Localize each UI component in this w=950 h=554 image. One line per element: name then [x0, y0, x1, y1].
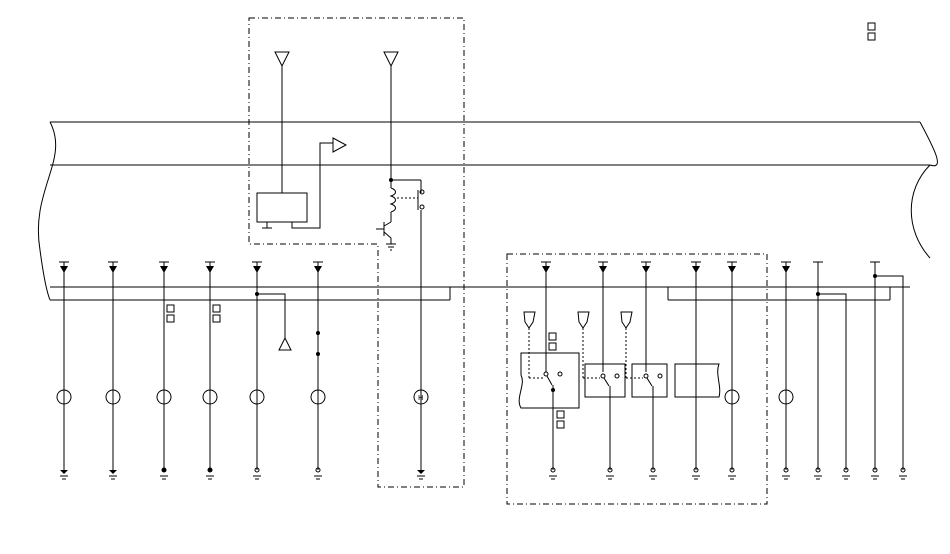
branch-r7 [813, 261, 850, 480]
relay-icon [389, 178, 425, 470]
branch-r3 [620, 261, 668, 480]
arrow-up-icon [278, 336, 292, 351]
harness-band [38, 121, 938, 301]
arrow-output-icon [332, 137, 348, 153]
corner-label-squares [867, 22, 876, 41]
module-block [256, 137, 348, 229]
antenna-left-icon [274, 51, 290, 193]
svg-text:H: H [418, 394, 423, 402]
right-branches [518, 261, 907, 480]
switch-module-box [506, 253, 768, 505]
branch-r1 [518, 261, 580, 480]
branch-r8 [870, 261, 907, 480]
branch-r4 [674, 261, 721, 480]
branch-r5 [724, 261, 740, 480]
control-module-box [248, 17, 465, 488]
branch-5 [249, 261, 292, 480]
branch-6 [310, 261, 326, 480]
left-branches: H [56, 261, 429, 480]
branch-4 [202, 261, 221, 480]
antenna-right-icon [383, 51, 399, 180]
branch-2 [105, 261, 121, 480]
branch-3 [156, 261, 175, 480]
branch-r2 [577, 261, 626, 480]
lamp-H: H [413, 389, 429, 480]
branch-r6 [778, 261, 794, 480]
branch-1 [56, 261, 72, 480]
transistor-icon [376, 212, 396, 251]
